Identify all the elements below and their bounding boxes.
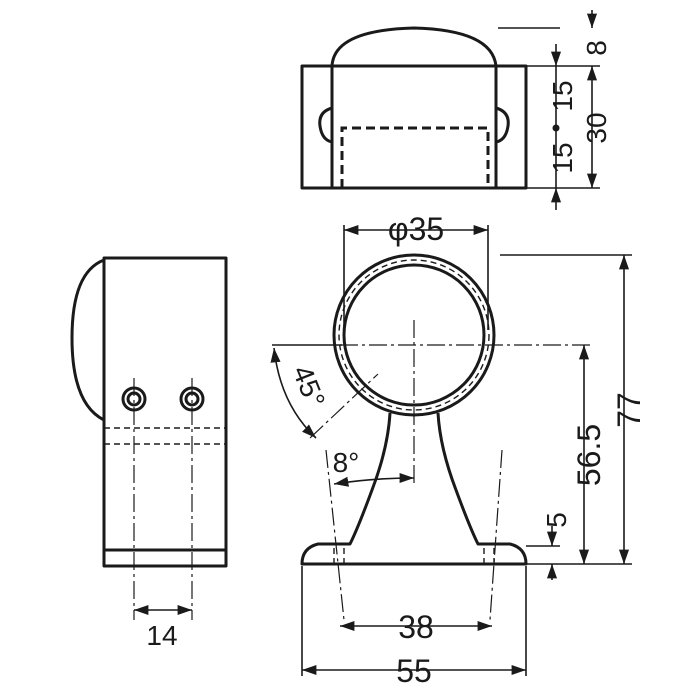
side-view-outline	[102, 256, 228, 568]
front-view: φ35 77 56.5 5 38 55 45° 8°	[270, 211, 647, 689]
top-view: 8 30 15 15	[300, 10, 612, 210]
dim-side-hole-pitch: 14	[146, 620, 177, 651]
dim-top-hole-upper: 15	[547, 80, 578, 111]
dim-base-thickness: 5	[541, 512, 572, 528]
dim-neck-angle: 8°	[333, 447, 360, 478]
dim-total-height: 77	[611, 392, 647, 428]
top-view-head	[330, 26, 498, 67]
top-view-hidden-socket	[340, 126, 490, 188]
front-view-ring-inner	[342, 263, 486, 407]
dim-ring-diameter: φ35	[388, 211, 444, 247]
top-view-hole-left	[318, 106, 333, 144]
side-view-head	[70, 258, 105, 422]
dim-base-width: 55	[396, 653, 432, 689]
dim-ring-center-height: 56.5	[571, 424, 607, 486]
side-view: 14	[70, 256, 228, 651]
top-view-hole-right	[495, 106, 510, 144]
top-view-dim-dot	[552, 124, 560, 132]
dim-top-hole-lower: 15	[547, 142, 578, 173]
dim-top-total: 30	[581, 112, 612, 143]
dim-hole-angle: 45°	[287, 361, 332, 412]
dim-top-head: 8	[581, 40, 612, 56]
dim-hole-pitch: 38	[398, 609, 434, 645]
